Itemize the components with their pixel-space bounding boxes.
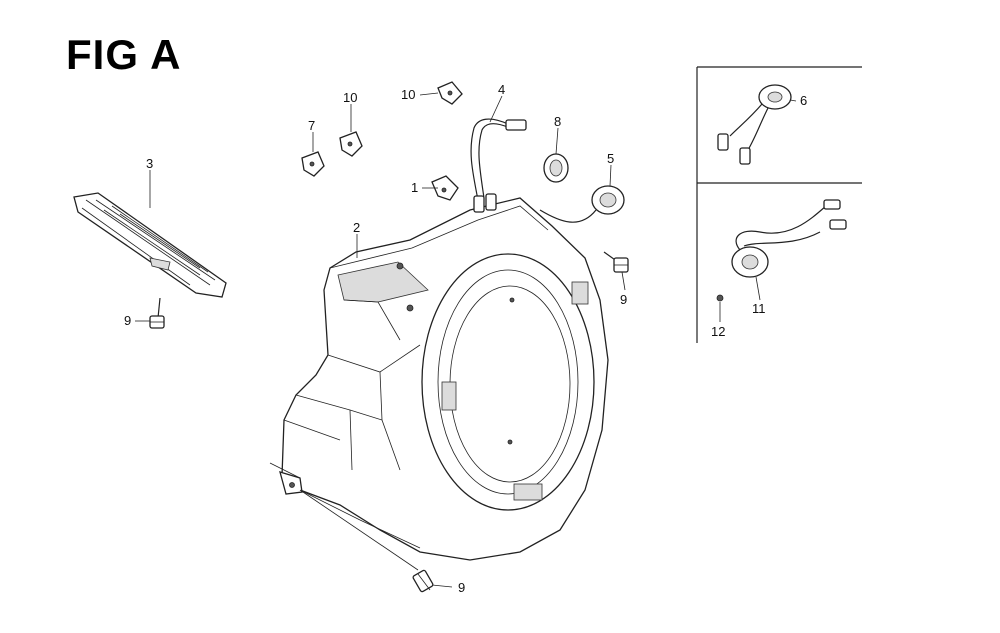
callout-2: 2	[353, 220, 360, 235]
callout-3: 3	[146, 156, 153, 171]
clip-part-7	[301, 151, 325, 177]
callout-10-top: 10	[401, 87, 415, 102]
wire-harness-part	[470, 118, 527, 213]
callout-6: 6	[800, 93, 807, 108]
figure-title: FIG A	[66, 31, 182, 78]
callout-7: 7	[308, 118, 315, 133]
flange-bolt-left	[149, 297, 165, 329]
cover-plate-part	[73, 192, 227, 298]
clip-part-10-middle	[339, 131, 363, 157]
inset-panel-frame	[696, 66, 862, 343]
grommet-part	[543, 153, 569, 183]
fan-shroud-housing	[269, 197, 609, 571]
callout-1: 1	[411, 180, 418, 195]
callout-9-bottom: 9	[458, 580, 465, 595]
callout-10-middle: 10	[343, 90, 357, 105]
callout-9-left: 9	[124, 313, 131, 328]
callout-4: 4	[498, 82, 505, 97]
clip-part-1	[431, 175, 459, 201]
callout-5: 5	[607, 151, 614, 166]
flange-bolt-bottom	[412, 569, 434, 593]
callout-leader-lines	[135, 92, 797, 588]
sensor-part-11	[731, 199, 847, 278]
screw-part-12	[716, 294, 724, 302]
callout-labels: 1 2 3 4 5 6 7 8 9 9 9 10 10 11 12	[124, 82, 807, 595]
callout-11: 11	[752, 301, 766, 316]
sensor-part-6	[717, 84, 792, 165]
callout-12: 12	[711, 324, 725, 339]
sensor-part-5	[539, 185, 625, 223]
callout-8: 8	[554, 114, 561, 129]
flange-bolt-right	[603, 251, 629, 273]
callout-9-right: 9	[620, 292, 627, 307]
clip-part-10-top	[437, 81, 463, 105]
